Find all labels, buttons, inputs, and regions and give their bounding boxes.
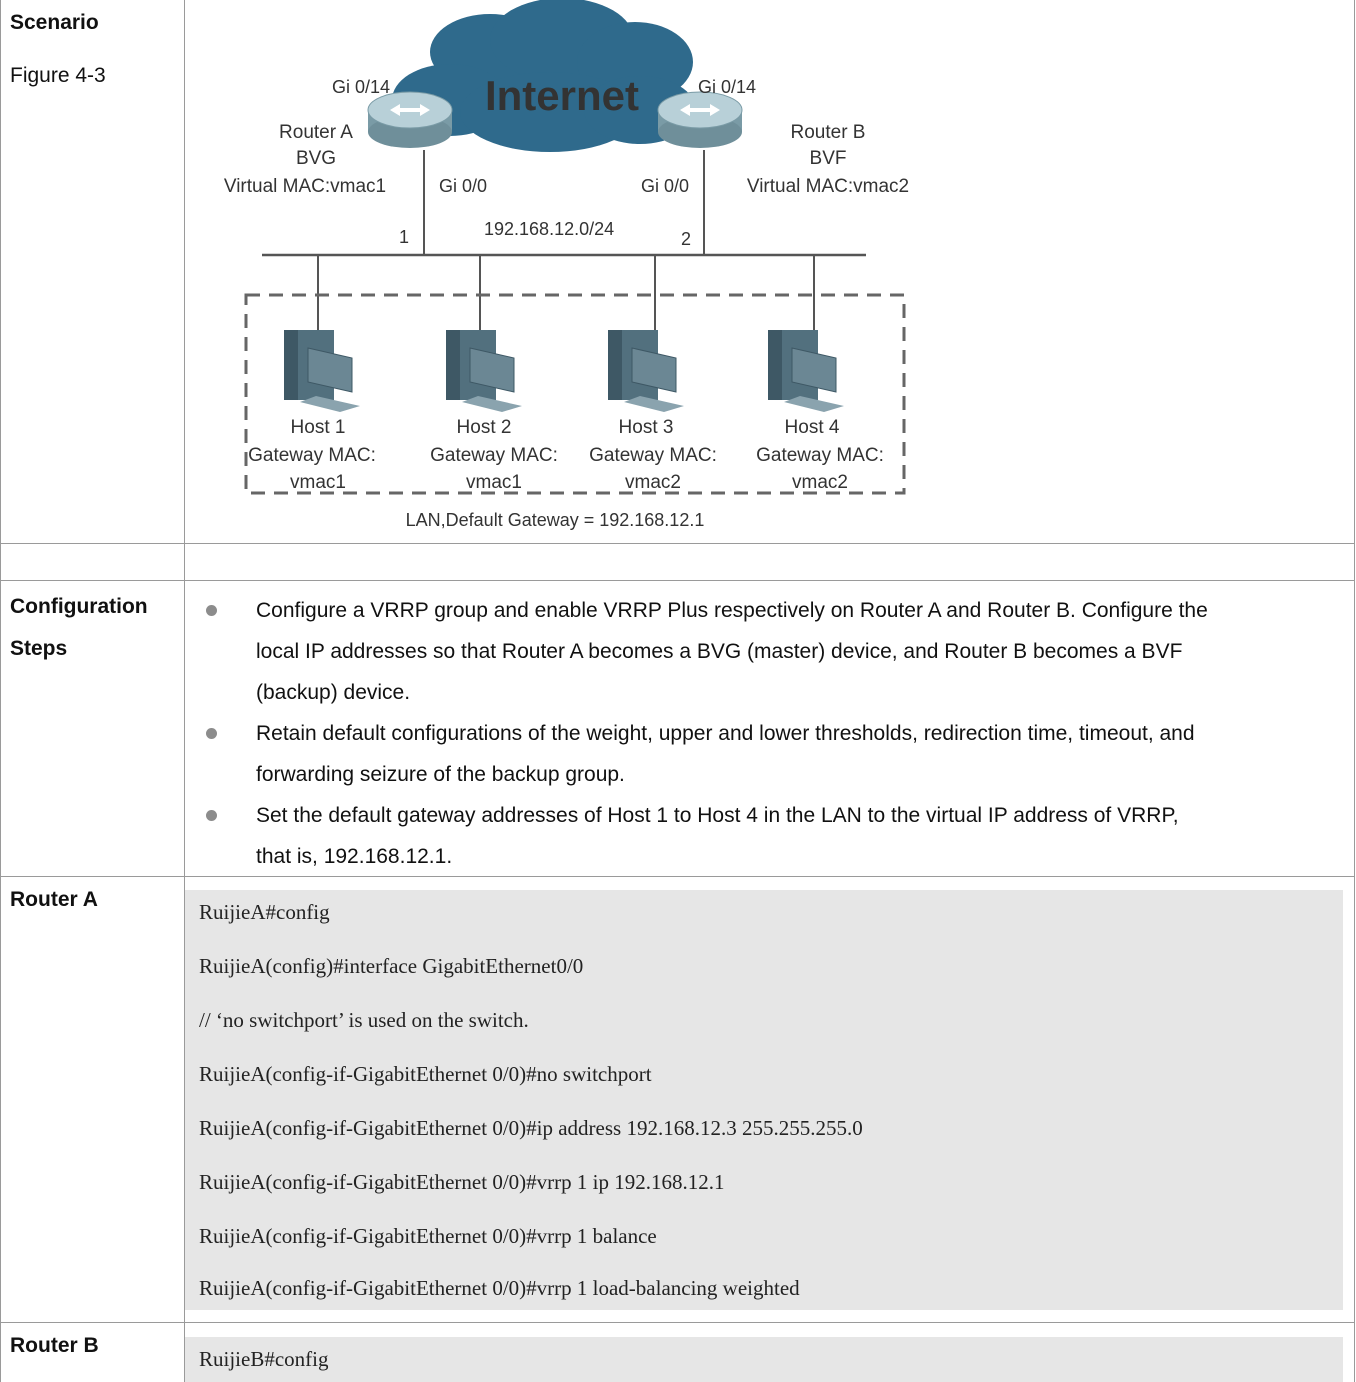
host-gw-value: vmac2 [625, 472, 681, 493]
cloud-label: Internet [485, 72, 639, 119]
router-a-name: Router A [279, 122, 353, 143]
table-column-divider [184, 0, 185, 1382]
host-name: Host 2 [457, 417, 512, 438]
step-line: that is, 192.168.12.1. [256, 845, 453, 868]
config-steps-label-line2: Steps [10, 637, 68, 660]
scenario-label: Scenario [10, 11, 99, 34]
code-line: // ‘no switchport’ is used on the switch… [199, 1008, 529, 1032]
row-divider [0, 876, 1355, 877]
step-line: forwarding seizure of the backup group. [256, 763, 625, 786]
lan-caption: LAN,Default Gateway = 192.168.12.1 [406, 510, 705, 530]
router-a-code-block: RuijieA#config RuijieA(config)#interface… [185, 890, 1343, 1310]
host-icon [284, 330, 360, 412]
bullet-icon [206, 605, 217, 616]
router-b-code-block: RuijieB#config [185, 1337, 1343, 1382]
host-gw-label: Gateway MAC: [589, 445, 717, 466]
host-name: Host 4 [785, 417, 840, 438]
config-step: Set the default gateway addresses of Hos… [200, 795, 1350, 877]
router-a-port-top: Gi 0/14 [332, 77, 390, 97]
router-a-label: Router A [10, 888, 98, 911]
code-line: RuijieA#config [199, 900, 330, 924]
host-gw-label: Gateway MAC: [248, 445, 376, 466]
config-steps-list: Configure a VRRP group and enable VRRP P… [200, 590, 1350, 877]
step-line: Set the default gateway addresses of Hos… [256, 804, 1179, 827]
figure-ref: Figure 4-3 [10, 64, 106, 87]
host-gw-value: vmac1 [290, 472, 346, 493]
code-line: RuijieA(config-if-GigabitEthernet 0/0)#v… [199, 1224, 657, 1248]
step-line: local IP addresses so that Router A beco… [256, 640, 1183, 663]
router-b-icon [657, 91, 743, 148]
router-a-role: BVG [296, 148, 336, 169]
step-line: Retain default configurations of the wei… [256, 722, 1195, 745]
router-b-link-num: 2 [681, 229, 691, 249]
host-gw-label: Gateway MAC: [430, 445, 558, 466]
bullet-icon [206, 810, 217, 821]
network-links [262, 150, 866, 340]
host-gw-label: Gateway MAC: [756, 445, 884, 466]
config-steps-label-line1: Configuration [10, 595, 148, 618]
internet-cloud: Internet [392, 0, 696, 152]
step-line: (backup) device. [256, 681, 411, 704]
router-b-role: BVF [810, 148, 847, 169]
router-a-vmac: Virtual MAC:vmac1 [224, 176, 386, 197]
config-step: Retain default configurations of the wei… [200, 713, 1350, 795]
row-divider [0, 1322, 1355, 1323]
network-diagram: Internet Gi 0/14 Router A BVG Virtual MA… [224, 0, 909, 530]
router-b-vmac: Virtual MAC:vmac2 [747, 176, 909, 197]
router-b-name: Router B [791, 122, 866, 143]
config-steps-label: Configuration Steps [10, 586, 148, 670]
host-icon [768, 330, 844, 412]
step-line: Configure a VRRP group and enable VRRP P… [256, 599, 1208, 622]
code-line: RuijieA(config-if-GigabitEthernet 0/0)#n… [199, 1062, 652, 1086]
router-b-label: Router B [10, 1334, 99, 1357]
host-gw-value: vmac1 [466, 472, 522, 493]
config-step: Configure a VRRP group and enable VRRP P… [200, 590, 1350, 713]
code-line: RuijieA(config-if-GigabitEthernet 0/0)#i… [199, 1116, 863, 1140]
router-b-port-top: Gi 0/14 [698, 77, 756, 97]
host-name: Host 3 [619, 417, 674, 438]
router-a-link-num: 1 [399, 227, 409, 247]
host-icon [446, 330, 522, 412]
table-border-right [1354, 0, 1355, 1382]
code-line: RuijieA(config-if-GigabitEthernet 0/0)#v… [199, 1276, 800, 1300]
bullet-icon [206, 728, 217, 739]
router-a-icon [367, 91, 453, 148]
table-border-left [0, 0, 1, 1382]
router-b-port-bottom: Gi 0/0 [641, 176, 689, 196]
code-line: RuijieA(config)#interface GigabitEtherne… [199, 954, 584, 978]
router-a-port-bottom: Gi 0/0 [439, 176, 487, 196]
host-name: Host 1 [291, 417, 346, 438]
code-line: RuijieA(config-if-GigabitEthernet 0/0)#v… [199, 1170, 725, 1194]
host-gw-value: vmac2 [792, 472, 848, 493]
subnet-label: 192.168.12.0/24 [484, 219, 614, 239]
row-divider [0, 543, 1355, 544]
host-icon [608, 330, 684, 412]
row-divider [0, 580, 1355, 581]
lan-boundary [244, 293, 906, 495]
code-line: RuijieB#config [199, 1347, 329, 1371]
